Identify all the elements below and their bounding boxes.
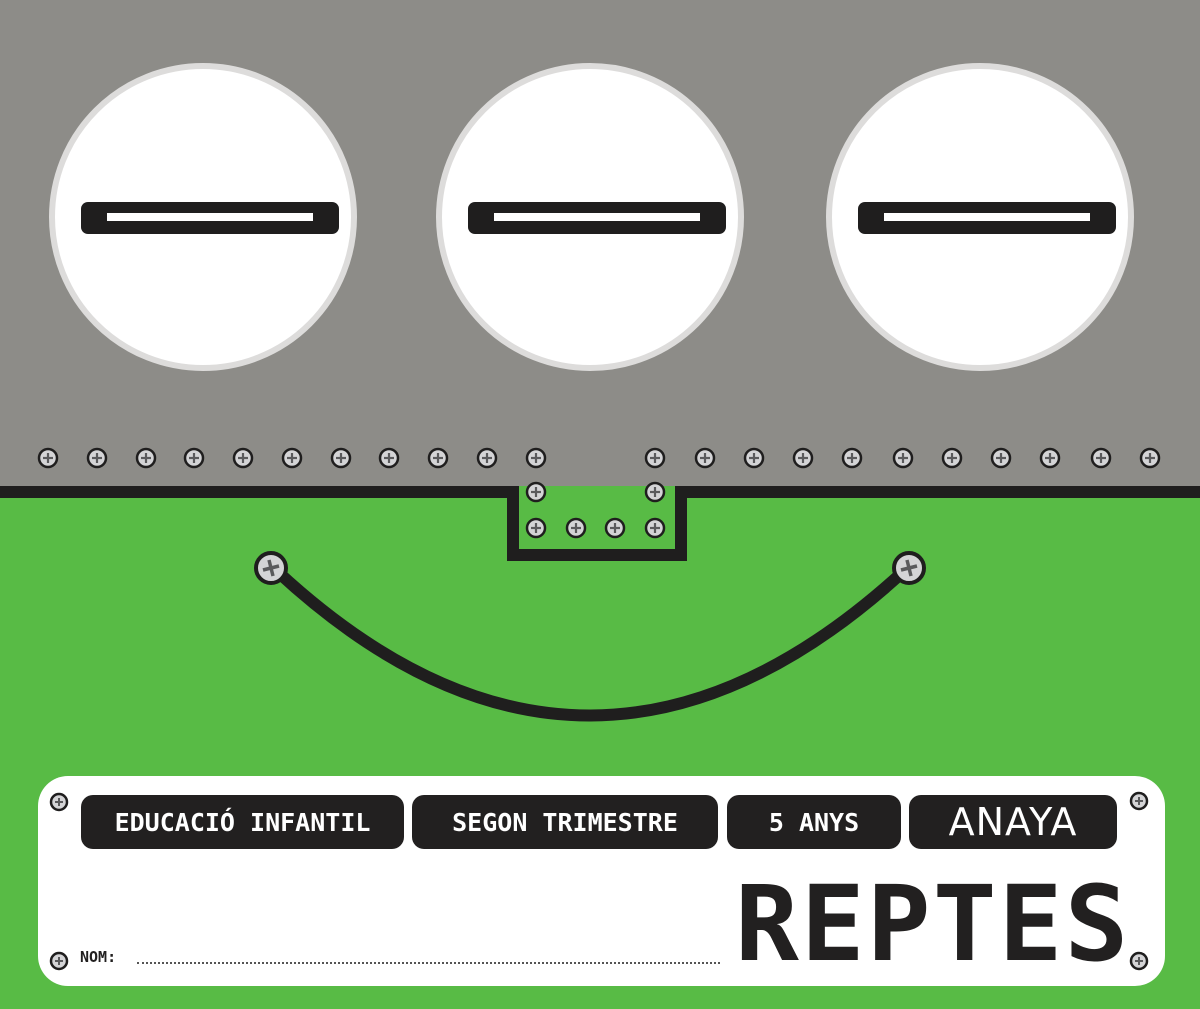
phillips-screw-icon xyxy=(49,951,69,971)
stage-tag-label: EDUCACIÓ INFANTIL xyxy=(114,807,371,837)
slot-screw-icon xyxy=(826,63,1134,371)
age-tag: 5 ANYS xyxy=(727,795,901,849)
slot-screw-icon xyxy=(436,63,744,371)
age-tag-label: 5 ANYS xyxy=(768,807,860,837)
publisher-logo-text: ANAYA xyxy=(948,800,1078,844)
term-tag: SEGON TRIMESTRE xyxy=(412,795,718,849)
phillips-screw-icon xyxy=(49,792,69,812)
phillips-screw-icon xyxy=(1129,791,1149,811)
term-tag-label: SEGON TRIMESTRE xyxy=(452,807,678,837)
name-field-line[interactable] xyxy=(137,962,720,964)
name-field-label: NOM: xyxy=(80,948,117,966)
stage-tag: EDUCACIÓ INFANTIL xyxy=(81,795,404,849)
phillips-screw-icon xyxy=(1129,951,1149,971)
cable-smile-icon xyxy=(272,564,911,722)
slot-screw-icon xyxy=(49,63,357,371)
publisher-logo: ANAYA xyxy=(909,795,1117,849)
book-title: REPTES xyxy=(735,863,1131,985)
